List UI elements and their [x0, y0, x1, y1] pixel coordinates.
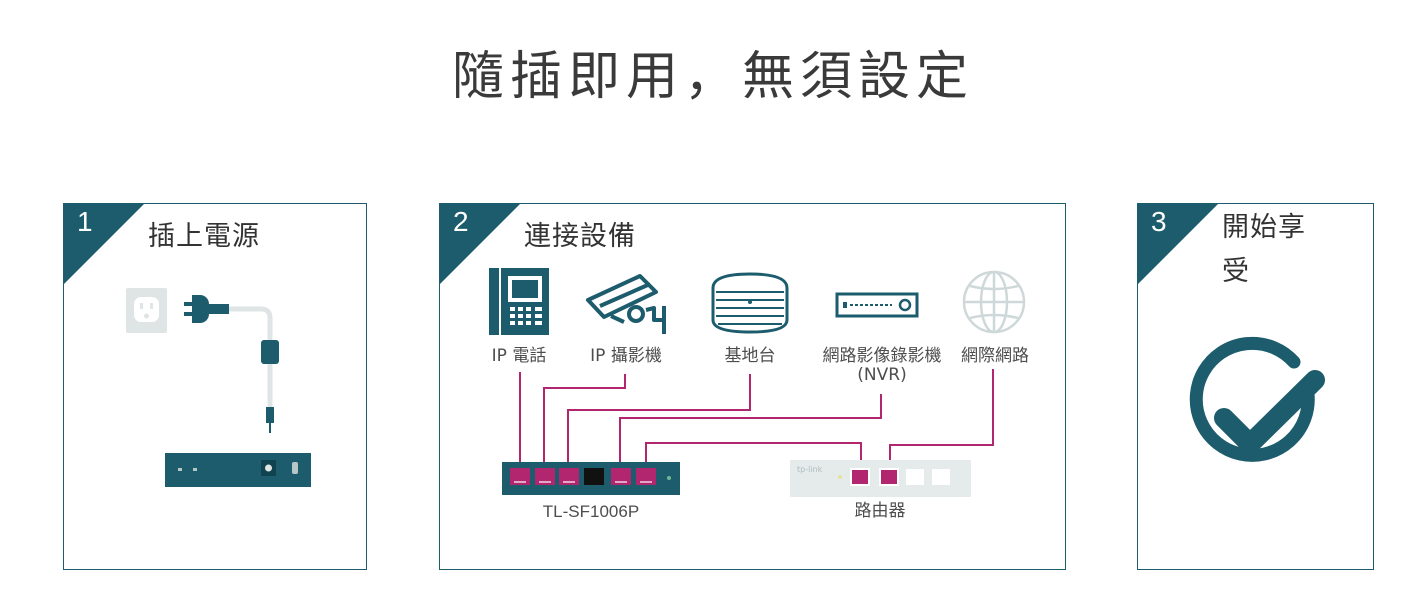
dc-connector-icon [266, 407, 274, 423]
wall-outlet-icon [126, 288, 167, 333]
step-title: 連接設備 [524, 221, 636, 252]
step-number: 3 [1151, 206, 1167, 237]
ip-camera-icon [586, 274, 666, 334]
step-card-power: 1 插上電源 [63, 203, 367, 570]
connection-diagram: tp-link [489, 268, 1026, 497]
device-label-internet: 網際網路 [961, 346, 1029, 366]
switch-back-icon [165, 453, 311, 487]
step-number: 1 [77, 206, 93, 237]
router-label: 路由器 [854, 501, 906, 521]
ethernet-cables [519, 369, 994, 469]
power-cable [229, 306, 273, 342]
switch-model-label: TL-SF1006P [542, 502, 640, 521]
checkmark-circle-icon [1189, 336, 1325, 462]
nvr-icon [835, 292, 919, 318]
device-label-ip-phone: IP 電話 [491, 346, 547, 366]
step-title: 插上電源 [148, 221, 260, 252]
switch-ports [510, 468, 656, 485]
router-icon: tp-link [790, 460, 971, 497]
power-plug-icon [184, 295, 229, 323]
access-point-icon [711, 272, 789, 334]
device-label-nvr: 網路影像錄影機(NVR) [822, 346, 942, 385]
router-brand-logo: tp-link [797, 465, 823, 474]
internet-globe-icon [962, 270, 1026, 334]
device-label-ip-camera: IP 攝影機 [590, 346, 662, 366]
poe-switch-icon [502, 462, 680, 495]
power-illustration [126, 288, 311, 487]
step-corner-badge [64, 204, 144, 284]
step-number: 2 [453, 206, 469, 237]
step-corner-badge [440, 204, 520, 284]
step-card-connect: 2 連接設備 [439, 203, 1066, 570]
ip-phone-icon [489, 268, 549, 335]
step-title: 開始享受 [1222, 212, 1306, 287]
page-title: 隨插即用，無須設定 [451, 47, 974, 107]
device-label-access-point: 基地台 [724, 346, 776, 366]
step-corner-badge [1138, 204, 1218, 284]
step-card-enjoy: 3 開始享受 [1137, 203, 1374, 570]
cable-ferrite-icon [261, 340, 279, 364]
